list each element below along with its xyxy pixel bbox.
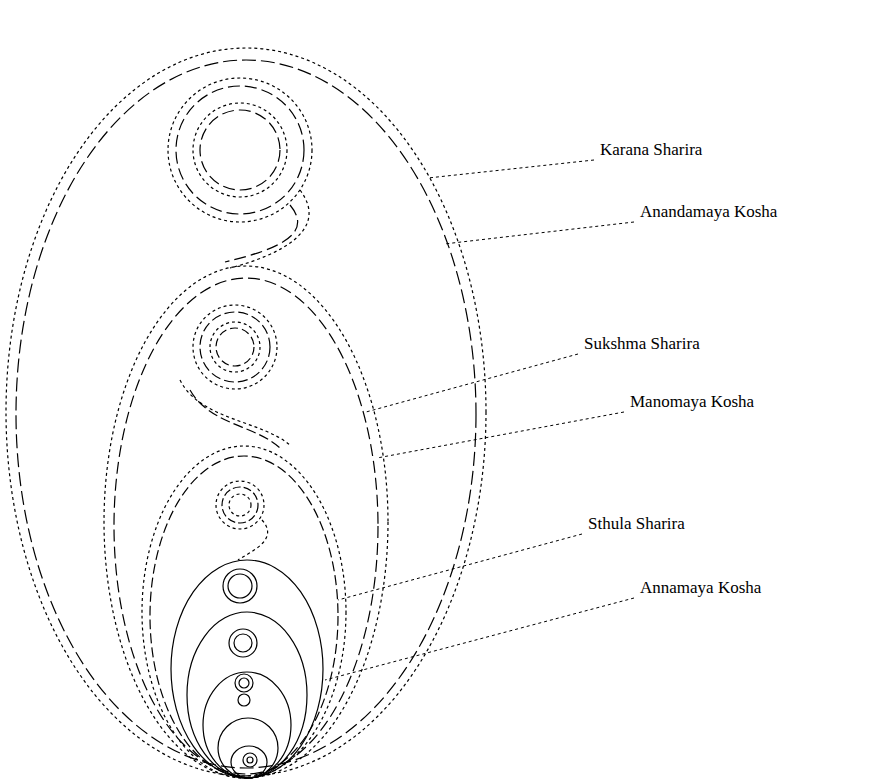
leader-line [444,222,634,244]
layer-label: Anandamaya Kosha [638,202,779,222]
annamaya-inner [203,672,291,778]
annamaya-inner [218,718,278,778]
top-circle-inner [193,103,287,197]
annamaya-outline [171,560,323,778]
leader-line [377,412,624,458]
layer-label: Karana Sharira [598,140,704,160]
layer-label: Annamaya Kosha [638,578,763,598]
layer-label: Sukshma Sharira [582,334,702,354]
sthula-outline [150,456,338,776]
solid-circle [239,678,249,688]
leader-line [366,354,578,412]
leader-line [338,534,582,600]
weave-line [225,205,298,262]
top-circle [168,78,312,222]
annamaya-inner [187,612,307,778]
solid-circle [223,569,257,603]
lower-circle-inner [229,494,251,516]
weave-line [190,390,280,448]
solid-circle [228,574,252,598]
top-circle [176,86,304,214]
middle-circle [200,312,270,382]
leader-line [428,160,594,178]
solid-circle [235,674,253,692]
middle-circle-inner [210,322,260,372]
solid-circle [234,634,252,652]
layer-label: Manomaya Kosha [628,392,756,412]
sthula-outline [142,446,346,778]
solid-circle [247,757,253,763]
top-circle-inner [200,110,280,190]
middle-circle-inner [216,328,254,366]
annamaya-inner [231,746,267,778]
lower-circle [216,481,264,529]
sukshma-outline [104,266,388,778]
karana-outline [6,48,486,776]
lower-circle [222,487,258,523]
solid-circle [229,629,257,657]
solid-circle [243,753,257,767]
weave-line [238,520,268,560]
layer-label: Sthula Sharira [586,514,687,534]
manomaya-outline [114,278,378,774]
leader-line [325,598,634,680]
anandamaya-outline [16,60,476,768]
weave-line [180,380,290,445]
solid-circle [238,694,250,706]
weave-line [230,190,309,268]
middle-circle [193,305,277,389]
